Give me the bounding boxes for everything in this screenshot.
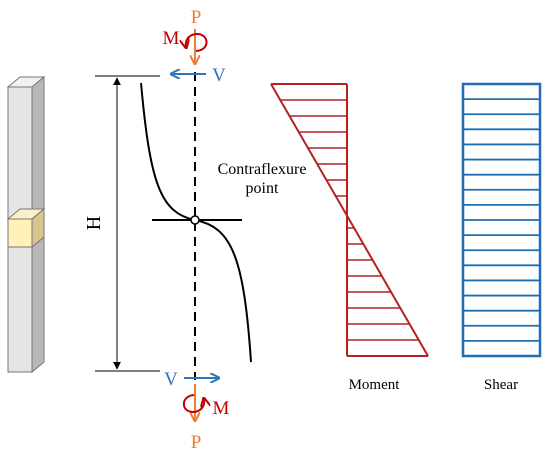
column-highlight-segment — [7, 218, 33, 248]
moment-diagram-slope — [270, 83, 429, 357]
column-highlight-side — [31, 207, 45, 249]
moment-diagram-hatching — [280, 99, 419, 341]
bottom-axial-force-label: P — [191, 432, 202, 453]
height-label: H — [83, 216, 105, 230]
shear-diagram-label: Shear — [484, 377, 518, 393]
bottom-moment-label: M — [213, 398, 230, 419]
shear-diagram-hatching — [463, 98, 540, 342]
top-moment-arrow — [186, 32, 208, 52]
bottom-end-loads: V M P — [164, 369, 229, 453]
top-moment-label: M — [163, 28, 180, 49]
column-3d — [6, 75, 46, 374]
bottom-moment-arrow — [182, 394, 204, 414]
deflected-column: H — [83, 72, 252, 380]
top-axial-force-label: P — [191, 7, 202, 28]
contraflexure-point-marker — [190, 215, 200, 225]
contraflexure-label-line2: point — [246, 180, 279, 197]
moment-diagram: Moment — [270, 83, 429, 393]
top-end-loads: P M V — [163, 7, 227, 86]
moment-diagram-label: Moment — [349, 377, 401, 393]
bottom-shear-label: V — [164, 369, 178, 390]
top-shear-label: V — [212, 65, 226, 86]
contraflexure-label-line1: Contraflexure — [218, 161, 307, 178]
shear-diagram: Shear — [461, 82, 542, 393]
